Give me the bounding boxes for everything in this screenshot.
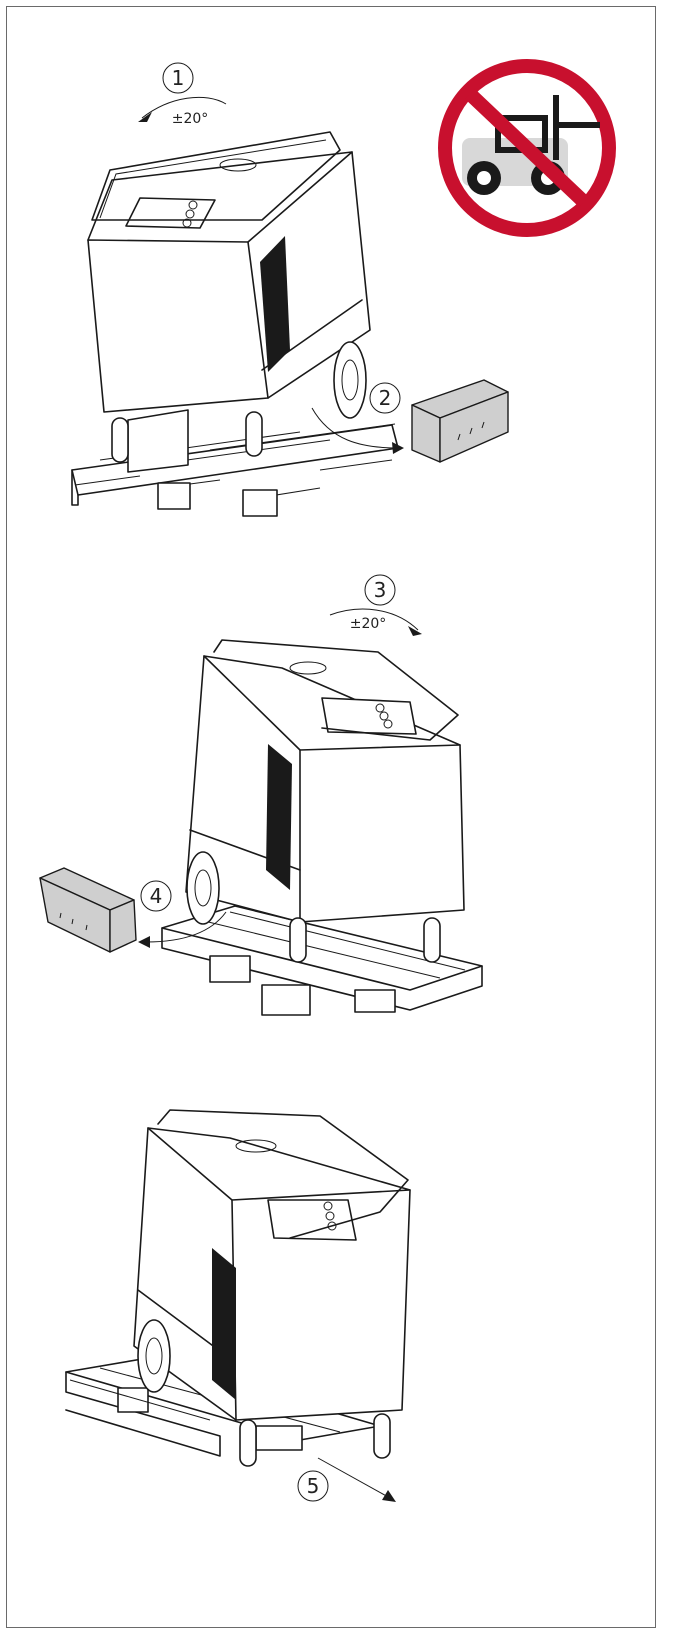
step-5-direction-arrow: [317, 1457, 391, 1499]
support-block-1: [127, 409, 189, 473]
step-3-number: 3: [374, 578, 387, 602]
pallet-2: [161, 905, 483, 1016]
step-3-marker: 3: [364, 574, 396, 606]
step-4-marker: 4: [140, 880, 172, 912]
panel-step-5: 5: [65, 1109, 411, 1502]
step-1-arrowhead: [138, 112, 152, 122]
panel-step-3-4: 3 ±20°: [39, 574, 483, 1016]
removed-support-box-2: [39, 867, 137, 953]
step-1-number: 1: [172, 66, 185, 90]
step-3-rotate-arrow: [329, 608, 419, 631]
step-4-number: 4: [150, 884, 163, 908]
pallet-1: [71, 423, 399, 517]
step-2-marker: 2: [369, 382, 401, 414]
no-forklift-prohibition-icon: [438, 59, 616, 237]
machine-unit-2: [185, 639, 465, 963]
step-5-marker: 5: [297, 1470, 329, 1502]
step-3-angle: ±20°: [350, 616, 387, 632]
machine-unit-1: [87, 131, 371, 463]
step-1-marker: 1: [162, 62, 194, 94]
step-1-rotate-arrow: [141, 96, 227, 119]
step-2-number: 2: [379, 386, 392, 410]
step-1-angle: ±20°: [172, 111, 209, 127]
machine-unit-3: [133, 1109, 411, 1467]
step-5-number: 5: [307, 1474, 320, 1498]
figure-frame: [6, 6, 656, 1628]
removed-support-box-1: [411, 379, 509, 463]
step-2-arrow: [311, 407, 399, 449]
step-4-arrow: [145, 911, 227, 943]
panel-step-1-2: 1 ±20°: [71, 62, 509, 517]
